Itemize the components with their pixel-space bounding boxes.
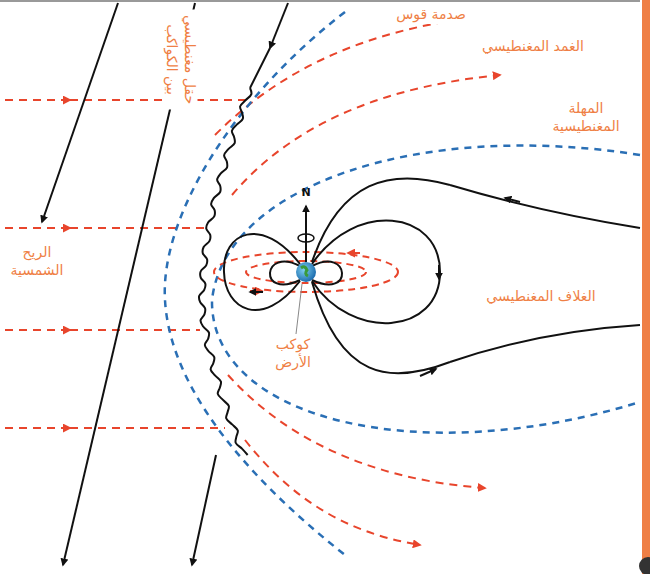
dipole-field [224, 178, 640, 376]
region-label: الريح الشمسية [6, 244, 68, 279]
label-box: الغلاف المغنطيسي [478, 288, 604, 306]
region-label: صدمة قوس [388, 6, 474, 24]
region-label: كوكب الأرض [266, 336, 320, 371]
earth-globe [296, 262, 316, 282]
axis-letter: N [297, 186, 315, 200]
label-box: الغمد المغنطيسي [468, 38, 598, 56]
leader-line [296, 284, 302, 334]
label-box: كوكب الأرض [266, 336, 320, 371]
label-box: الريح الشمسية [6, 244, 68, 279]
label-box: N [297, 186, 315, 200]
region-label: المهلة المغنطيسية [534, 100, 638, 135]
imf-lines [42, 3, 288, 565]
boundary-lines [165, 12, 640, 555]
label-box: المهلة المغنطيسية [534, 100, 638, 135]
side-bar [642, 0, 650, 574]
frame-line [0, 0, 640, 2]
shock-wavy-line [199, 88, 251, 455]
region-label: حقل مغنطيسي بين الكواكب [163, 10, 198, 110]
label-box: صدمة قوس [388, 6, 474, 24]
corner-dot [639, 557, 650, 574]
solar-wind-arrows [5, 18, 500, 545]
region-label: الغمد المغنطيسي [468, 38, 598, 56]
earth-land [301, 267, 308, 276]
spin-arrow [298, 234, 314, 242]
region-label: الغلاف المغنطيسي [478, 288, 604, 306]
label-box: حقل مغنطيسي بين الكواكب [163, 10, 198, 110]
